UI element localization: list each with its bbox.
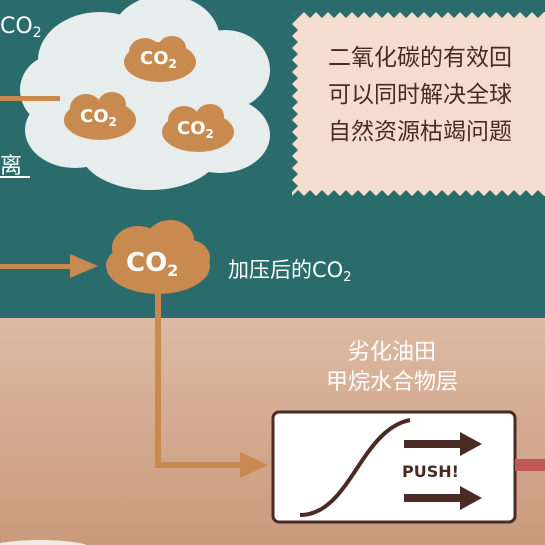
compressed-bubble-label: CO2 — [126, 248, 178, 280]
cloud-bubble-3-main: CO — [177, 118, 206, 139]
push-arrow-bottom — [404, 486, 482, 510]
reservoir-label-2: 甲烷水合物层 — [325, 370, 458, 395]
info-line-3: 自然资源枯竭问题 — [328, 119, 512, 145]
cloud-bubble-2-main: CO — [80, 106, 109, 127]
top-left-co2-main: CO — [0, 14, 33, 39]
bottom-feed-line — [155, 462, 245, 468]
middle-feed-line — [0, 264, 72, 269]
separation-underline — [0, 176, 30, 178]
info-line-1: 二氧化碳的有效回 — [328, 45, 512, 71]
down-pipe — [155, 292, 161, 468]
push-label: PUSH! — [402, 462, 459, 481]
cloud-bubble-3 — [162, 104, 234, 152]
info-box-zigzag — [286, 6, 545, 202]
info-box — [292, 12, 545, 196]
compressed-co2-caption: 加压后的CO2 — [228, 254, 351, 285]
cloud-bubble-2 — [64, 92, 136, 140]
compressed-bubble-sub: 2 — [167, 261, 179, 280]
reservoir-label-1: 劣化油田 — [347, 340, 436, 365]
bottom-arrowhead — [240, 452, 268, 478]
cloud-bubble-1-label: CO2 — [140, 48, 177, 71]
compressed-caption-sub: 2 — [343, 270, 352, 285]
compressed-co2-bubble — [106, 220, 210, 294]
s-curve — [299, 418, 411, 517]
cloud-bubble-3-label: CO2 — [177, 118, 214, 141]
separation-char: 离 — [0, 154, 23, 179]
cloud-bubble-1-sub: 2 — [168, 57, 177, 71]
compressed-caption-main: 加压后的CO — [228, 258, 344, 282]
compressed-bubble-main: CO — [126, 248, 168, 278]
reservoir-labels: 劣化油田 甲烷水合物层 — [300, 338, 484, 398]
top-left-co2-label: CO2 — [0, 14, 42, 46]
middle-arrowhead — [70, 254, 98, 278]
top-feed-line — [0, 96, 60, 101]
cloud-bubble-2-label: CO2 — [80, 106, 117, 129]
cloud-bubble-3-sub: 2 — [205, 127, 214, 141]
cloud-bubble-2-sub: 2 — [108, 115, 117, 129]
top-left-co2-sub: 2 — [32, 25, 42, 41]
push-arrow-top — [404, 432, 482, 456]
bottom-cloud-fragment — [0, 540, 87, 545]
info-box-text: 二氧化碳的有效回 可以同时解决全球 自然资源枯竭问题 — [328, 40, 512, 151]
cloud-bubble-1 — [124, 36, 196, 82]
info-line-2: 可以同时解决全球 — [328, 82, 512, 108]
cloud-bubble-1-main: CO — [140, 48, 169, 69]
outlet-pipe — [515, 459, 545, 471]
